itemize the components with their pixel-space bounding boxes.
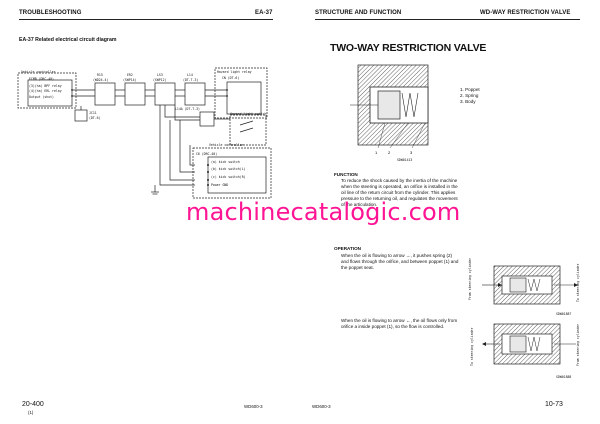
svg-text:2: 2: [388, 150, 391, 155]
electrical-circuit-diagram: [17, 67, 272, 199]
connector-l14a: [199, 111, 215, 127]
figure-code: SDW01888: [556, 375, 572, 379]
diagram-label: (3)(ha) BPF relay: [29, 84, 62, 88]
diagram-label: (WD24-4): [93, 78, 109, 82]
diagram-label: (a) kick switch: [211, 160, 240, 164]
right-header-title: STRUCTURE AND FUNCTION: [315, 10, 402, 16]
connector-ls3: [154, 82, 176, 106]
connector-er2: [124, 82, 146, 106]
left-header-title: TROUBLESHOOTING: [19, 10, 82, 16]
hazard-switch-box: [229, 114, 267, 146]
valve-section-drawing: 1 2 3: [350, 64, 429, 155]
connector-l14: [184, 82, 206, 106]
diagram-label: ER2: [127, 73, 133, 77]
left-header-code: EA-37: [255, 10, 273, 16]
diagram-label: Vehicle controller: [21, 70, 56, 74]
diagram-label: L14A (DT-T-3): [175, 107, 200, 111]
diagram-label: (b) kick switch(L): [211, 167, 246, 171]
left-header-rule: [19, 19, 273, 20]
left-footer-model: WD600-3: [244, 404, 263, 409]
vertical-label: From steering cylinder: [468, 257, 472, 300]
right-header-rule: [315, 19, 580, 20]
diagram-label: LS3: [157, 73, 163, 77]
diagram-label: Vehicle controller: [209, 143, 244, 147]
diagram-label: (4)(ha) ERL relay: [29, 89, 62, 93]
diagram-label: L14: [187, 73, 193, 77]
operation-text-1: When the oil is flowing to arrow →, it p…: [341, 253, 459, 270]
hazard-relay-box: [214, 67, 268, 119]
diagram-label: (DT-T-3): [183, 78, 199, 82]
diagram-label: (SWP12): [153, 78, 167, 82]
diagram-label: ECMB (DRC-40): [29, 77, 54, 81]
diagram-label: Power GND: [211, 183, 229, 187]
right-footer-model: WD600-3: [312, 404, 331, 409]
operation-heading: OPERATION: [334, 246, 361, 251]
diagram-label: (c) kick switch(R): [211, 175, 246, 179]
left-footer-sub: (1): [28, 410, 34, 415]
right-header-code: WD-WAY RESTRICTION VALVE: [480, 10, 571, 16]
legend-item: 1. Poppet: [460, 87, 480, 92]
operation-figure-reverse: [482, 323, 576, 365]
vertical-label: To steering cylinder: [470, 327, 474, 366]
diagram-label: Hazard light switch: [230, 112, 267, 116]
vehicle-controller-b-box: [192, 147, 272, 199]
diagram-label: Hazard light relay: [217, 70, 252, 74]
operation-figure-forward: [482, 265, 578, 305]
right-footer-page: 10-73: [545, 401, 563, 408]
diagram-label: Output (shut): [29, 95, 54, 99]
diagram-label: (DT-6): [89, 116, 101, 120]
connector-jc11: [74, 109, 88, 122]
diagram-label: (SWP14): [123, 78, 137, 82]
svg-text:3: 3: [410, 150, 413, 155]
vehicle-controller-box: [17, 72, 77, 109]
diagram-label: R15: [97, 73, 103, 77]
function-heading: FUNCTION: [334, 172, 358, 177]
function-text: To reduce the shock caused by the inerti…: [341, 178, 458, 207]
diagram-label: CN (DT-6): [222, 76, 240, 80]
operation-text-2: When the oil is flowing to arrow ←, the …: [341, 318, 458, 329]
connector-r15: [94, 82, 116, 106]
vertical-label: From steering cylinder: [576, 323, 580, 366]
diagram-label: JC11: [89, 111, 97, 115]
legend-item: 2. Spring: [460, 92, 479, 98]
legend-item: 3. Body: [460, 98, 476, 104]
left-section-title: EA-37 Related electrical circuit diagram: [19, 37, 117, 43]
left-footer-page: 20-400: [22, 401, 44, 408]
figure-code: SDW01887: [556, 312, 572, 316]
svg-text:1: 1: [375, 150, 378, 155]
diagram-label: C6 (DRC-40): [196, 152, 218, 156]
vertical-label: To steering cylinder: [576, 263, 580, 302]
parts-legend: 1. Poppet 2. Spring 3. Body: [460, 87, 480, 105]
watermark-text: machinecatalogic.com: [186, 198, 461, 226]
figure-code: SDW01413: [397, 158, 413, 162]
right-page-title: TWO-WAY RESTRICTION VALVE: [330, 42, 487, 54]
